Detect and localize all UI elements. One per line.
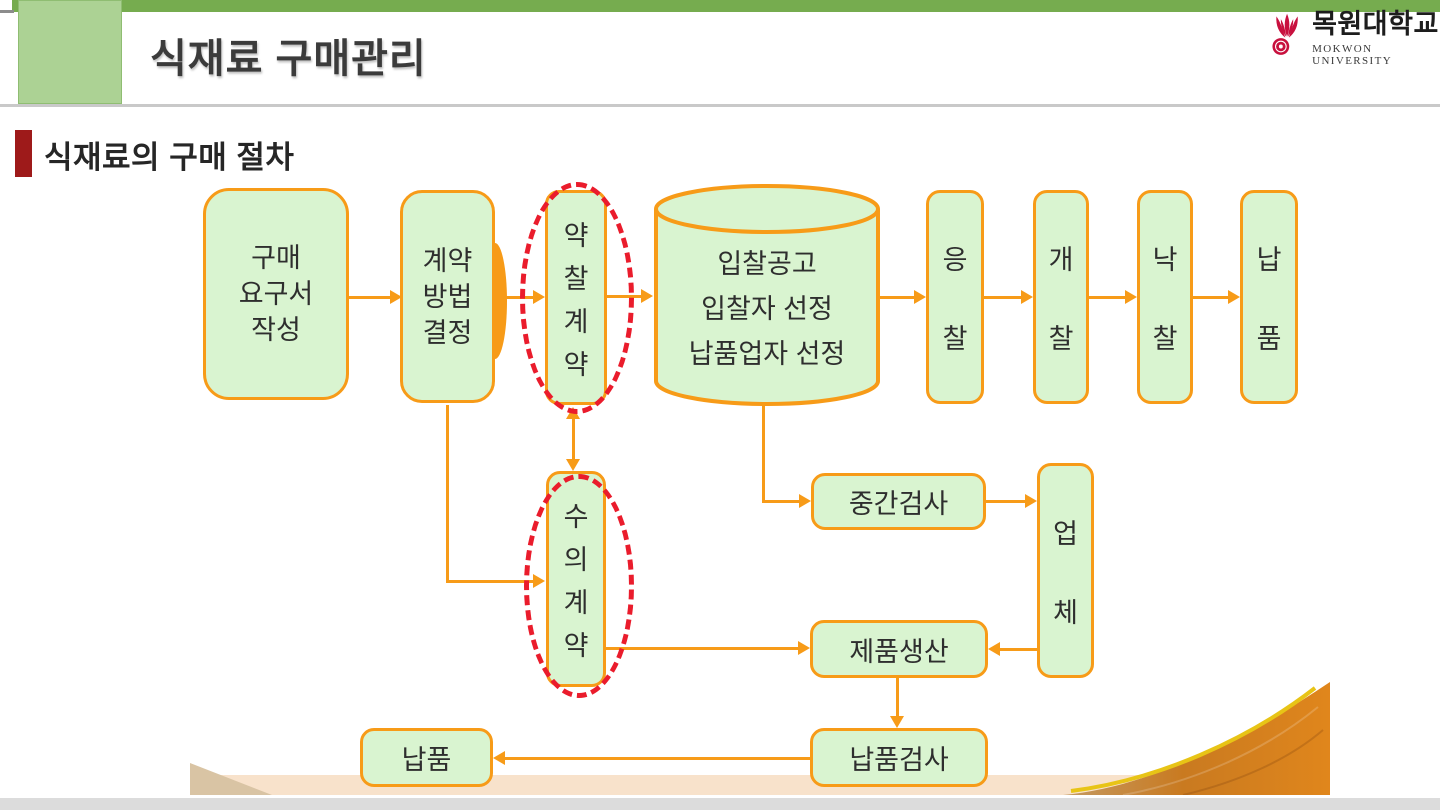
arrow-private-to-production-line	[606, 647, 798, 650]
box-purchase-request-line3: 작성	[251, 315, 301, 345]
box-delivery-final-label: 납품	[401, 745, 452, 775]
box-award: 낙 찰	[1137, 190, 1193, 404]
box-delivery-top-char1: 납	[1256, 245, 1282, 275]
box-bidding: 응 찰	[926, 190, 984, 404]
section-title: 식재료의 구매 절차	[44, 140, 295, 175]
arrow-request-to-method-line	[349, 296, 390, 299]
arrow-award-to-delivery-head	[1228, 290, 1240, 304]
university-name: 목원대학교	[1312, 9, 1439, 39]
header-divider	[0, 104, 1440, 107]
header-green-bar	[12, 0, 1440, 12]
box-contract-method-line1: 계약	[422, 245, 473, 276]
cylinder-bid-process	[654, 184, 880, 406]
box-purchase-request-line2: 요구서	[238, 279, 314, 309]
wood-grain-decoration	[1063, 682, 1330, 795]
arrow-bid-private-down-head	[566, 459, 580, 471]
box-mid-inspection-label: 중간검사	[848, 489, 949, 519]
arrow-method-to-private-vline	[446, 405, 449, 583]
cylinder-line1: 입찰공고	[717, 249, 817, 279]
box-purchase-request: 구매 요구서 작성	[203, 188, 349, 400]
box-bidding-char1: 응	[942, 245, 968, 275]
arrow-midinspection-to-vendor-line	[986, 500, 1025, 503]
university-name-en: MOKWON UNIVERSITY	[1312, 42, 1393, 67]
arrow-vendor-to-production-line	[1000, 648, 1037, 651]
arrow-bid-to-cylinder-head	[641, 289, 653, 303]
box-award-char2: 찰	[1152, 324, 1178, 354]
header-gray-tick	[0, 10, 14, 13]
arrow-method-to-private-hline	[446, 580, 533, 583]
box-delivery-inspection: 납품검사	[810, 728, 988, 787]
box-bid-opening-char1: 개	[1048, 245, 1074, 275]
section-accent-bar	[15, 130, 32, 177]
box-delivery-final: 납품	[360, 728, 493, 787]
arrow-bidding-to-opening-line	[984, 296, 1021, 299]
arrow-request-to-method-head	[390, 290, 402, 304]
box-production: 제품생산	[810, 620, 988, 678]
box-bid-opening: 개 찰	[1033, 190, 1089, 404]
arrow-method-to-bid-line	[495, 296, 533, 299]
arrow-vendor-to-production-head	[988, 642, 1000, 656]
box-mid-inspection: 중간검사	[811, 473, 986, 530]
box-bidding-char2: 찰	[942, 324, 968, 354]
box-delivery-inspection-label: 납품검사	[849, 745, 949, 775]
cylinder-bid-process-text: 입찰공고 입찰자 선정 납품업자 선정	[653, 183, 881, 404]
header-corner-rect	[18, 0, 122, 104]
cylinder-line3: 납품업자 선정	[688, 339, 846, 369]
box-contract-method-line2: 방법	[422, 281, 473, 312]
arrow-private-to-production-head	[798, 641, 810, 655]
arrow-midinspection-to-vendor-head	[1025, 494, 1037, 508]
box-delivery-top-char2: 품	[1256, 324, 1282, 354]
highlight-ellipse-bid-contract	[520, 182, 634, 414]
cylinder-line2: 입찰자 선정	[701, 294, 833, 324]
box-award-char1: 낙	[1152, 245, 1178, 275]
arrow-cylinder-to-midinspection-vline	[762, 402, 765, 503]
arrow-cylinder-to-midinspection-hline	[762, 500, 799, 503]
box-purchase-request-line1: 구매	[251, 243, 301, 273]
box-bid-opening-char2: 찰	[1048, 324, 1074, 354]
box-vendor: 업 체	[1037, 463, 1094, 678]
bottom-gray-bar	[0, 798, 1440, 810]
box-delivery-top: 납 품	[1240, 190, 1298, 404]
arrow-bid-private-line	[572, 419, 575, 459]
purchase-flow-diagram: 구매 요구서 작성 계약 방법 결정 약 찰 계 약 입찰공고 입찰자 선정 납…	[190, 182, 1330, 795]
university-logo-text: 목원대학교 MOKWON UNIVERSITY	[1312, 9, 1440, 67]
arrow-production-to-inspection-head	[890, 716, 904, 728]
arrow-production-to-inspection-line	[896, 678, 899, 716]
arrow-cylinder-to-bidding-head	[914, 290, 926, 304]
page-title: 식재료 구매관리	[150, 37, 427, 81]
arrow-inspection-to-delivery-line	[505, 757, 810, 760]
box-vendor-char1: 업	[1053, 518, 1078, 549]
arrow-inspection-to-delivery-head	[493, 751, 505, 765]
highlight-ellipse-private-contract	[524, 474, 634, 698]
box-vendor-char2: 체	[1053, 597, 1078, 628]
arrow-cylinder-to-bidding-line	[880, 296, 914, 299]
arrow-cylinder-to-midinspection-head	[799, 494, 811, 508]
university-logo: 목원대학교 MOKWON UNIVERSITY	[1272, 9, 1440, 67]
university-logo-icon	[1272, 13, 1298, 55]
arrow-bidding-to-opening-head	[1021, 290, 1033, 304]
arrow-award-to-delivery-line	[1193, 296, 1228, 299]
arrow-opening-to-award-line	[1089, 296, 1125, 299]
arrow-opening-to-award-head	[1125, 290, 1137, 304]
box-production-label: 제품생산	[849, 636, 949, 667]
box-contract-method-line3: 결정	[422, 317, 473, 348]
box-contract-method: 계약 방법 결정	[400, 190, 495, 403]
